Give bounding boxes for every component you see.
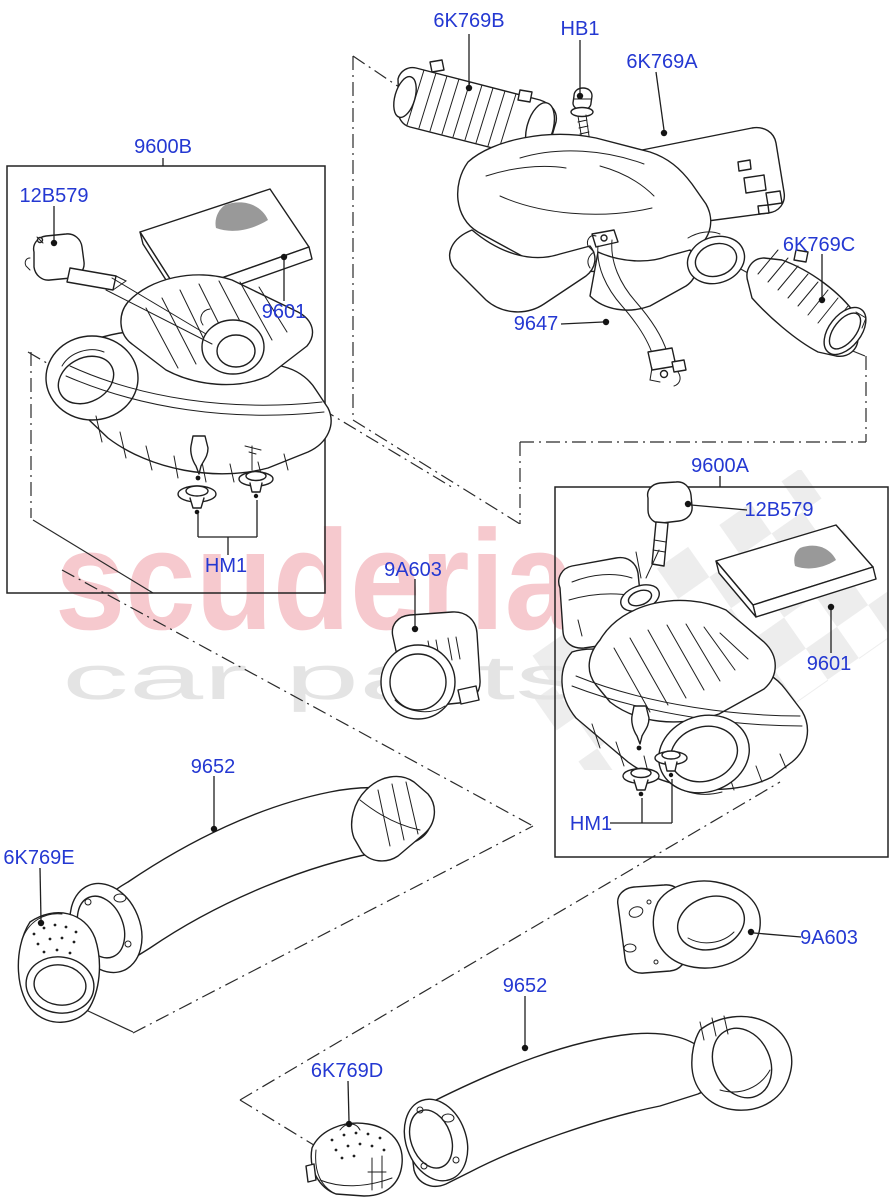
part-air-cleaner-assembly-left[interactable] [45, 274, 332, 483]
leader-lines [37, 34, 835, 1128]
part-label-6K769A[interactable]: 6K769A [626, 51, 698, 73]
part-support-bracket-9647[interactable] [587, 229, 687, 387]
part-label-9601-left[interactable]: 9601 [262, 301, 307, 323]
part-label-6K769D[interactable]: 6K769D [311, 1060, 383, 1082]
part-label-6K769C[interactable]: 6K769C [783, 234, 855, 256]
part-label-12B579-left[interactable]: 12B579 [20, 185, 89, 207]
part-label-HB1[interactable]: HB1 [561, 18, 600, 40]
part-maf-sensor-right[interactable] [635, 481, 693, 579]
part-air-duct-9652-left[interactable] [57, 775, 435, 983]
part-label-HM1-right[interactable]: HM1 [570, 813, 612, 835]
part-label-6K769E[interactable]: 6K769E [3, 847, 74, 869]
part-air-duct-9652-bottom[interactable] [393, 1015, 793, 1190]
part-air-inlet-6K769E[interactable] [17, 912, 101, 1023]
part-label-9A603-right[interactable]: 9A603 [800, 927, 858, 949]
part-label-9601-right[interactable]: 9601 [807, 653, 852, 675]
watermark-brand: scuderia [55, 501, 576, 660]
part-air-filter-element-right[interactable] [715, 524, 877, 618]
part-label-9600A[interactable]: 9600A [691, 455, 749, 477]
part-air-intake-hose-6K769B[interactable] [390, 59, 560, 159]
part-label-9652-bottom[interactable]: 9652 [503, 975, 548, 997]
watermark-tagline: car parts [62, 644, 582, 713]
part-outlet-adapter-9A603-mid[interactable] [380, 611, 481, 720]
part-air-intake-hose-6K769C[interactable] [746, 249, 874, 362]
part-intake-resonator-6K769A[interactable] [449, 126, 786, 313]
part-label-9647[interactable]: 9647 [514, 313, 559, 335]
part-maf-sensor-left[interactable] [24, 233, 127, 291]
part-air-cleaner-assembly-right[interactable] [558, 556, 809, 805]
callouts: 6K769B HB1 6K769A 9600B 12B579 9601 9647… [3, 10, 858, 1128]
part-label-9652-left[interactable]: 9652 [191, 756, 236, 778]
part-bolt-HB1[interactable] [570, 87, 594, 147]
part-label-6K769B[interactable]: 6K769B [433, 10, 504, 32]
mesh-dots [330, 1131, 386, 1160]
kit-box-9600B [6, 165, 326, 594]
kit-box-9600A [554, 486, 889, 858]
part-label-9600B[interactable]: 9600B [134, 136, 192, 158]
part-grommets-hm1-right[interactable] [622, 750, 688, 797]
mesh-dots [32, 923, 78, 955]
part-label-HM1-left[interactable]: HM1 [205, 555, 247, 577]
part-label-9A603-mid[interactable]: 9A603 [384, 559, 442, 581]
part-outlet-adapter-9A603-right[interactable] [617, 880, 761, 974]
part-air-inlet-6K769D[interactable] [305, 1122, 403, 1197]
part-grommets-hm1-left[interactable] [177, 470, 274, 515]
part-label-12B579-right[interactable]: 12B579 [745, 499, 814, 521]
